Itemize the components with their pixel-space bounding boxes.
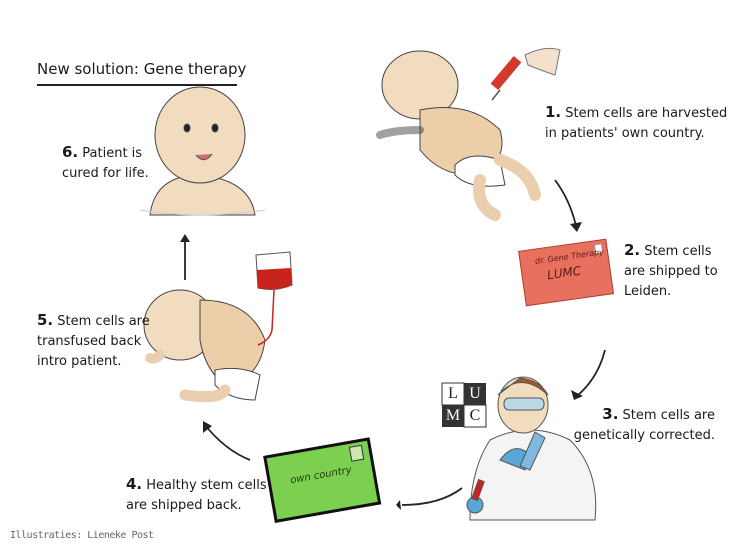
caption-line: intro patient. [37,354,122,369]
caption-line: Stem cells are [622,408,715,423]
cycle-arrows [184,179,606,506]
caption-line: are shipped to [624,264,718,279]
cured-baby-illustration [139,86,266,216]
baby-transfusion-illustration [143,289,266,403]
caption-line: Stem cells are [57,314,150,329]
step-2-caption: 2. Stem cells are shipped to Leiden. [624,240,718,302]
step-number: 3. [602,405,619,423]
caption-line: Patient is [82,146,143,161]
arrow-2-to-3 [576,349,606,397]
lumc-letter: C [469,407,481,424]
step-5-caption: 5. Stem cells are transfused back intro … [37,310,150,372]
step-number: 2. [624,241,641,259]
title-underline [37,84,237,86]
caption-line: cured for life. [62,166,149,181]
page-title: New solution: Gene therapy [37,60,247,78]
scientist-illustration [466,376,597,521]
step-number: 1. [545,103,562,121]
step-4-caption: 4. Healthy stem cells are shipped back. [126,474,267,516]
illustrator-credit: Illustraties: Lieneke Post [10,530,154,541]
arrow-1-to-2 [554,179,577,227]
syringe-icon [490,47,561,101]
step-1-caption: 1. Stem cells are harvested in patients'… [545,102,727,144]
envelope-to-leiden [518,238,615,307]
lumc-letter: M [445,407,461,424]
step-number: 5. [37,311,54,329]
caption-line: Stem cells [644,244,712,259]
baby-harvest-illustration [376,50,541,221]
envelope-to-own-country [263,437,382,523]
caption-line: in patients' own country. [545,126,705,141]
caption-line: Healthy stem cells [146,478,267,493]
lumc-logo [441,382,487,428]
arrow-4-to-5 [204,424,251,461]
lumc-letter: U [469,385,481,402]
lumc-letter: L [448,385,458,402]
caption-line: Leiden. [624,284,672,299]
step-number: 6. [62,143,79,161]
caption-line: transfused back [37,334,142,349]
caption-line: are shipped back. [126,498,242,513]
arrow-3-to-4 [401,487,463,506]
step-3-caption: 3. Stem cells are genetically corrected. [574,404,715,446]
caption-line: genetically corrected. [573,428,715,443]
blood-bag-icon [255,251,293,346]
step-number: 4. [126,475,143,493]
step-6-caption: 6. Patient is cured for life. [62,142,149,184]
caption-line: Stem cells are harvested [565,106,728,121]
